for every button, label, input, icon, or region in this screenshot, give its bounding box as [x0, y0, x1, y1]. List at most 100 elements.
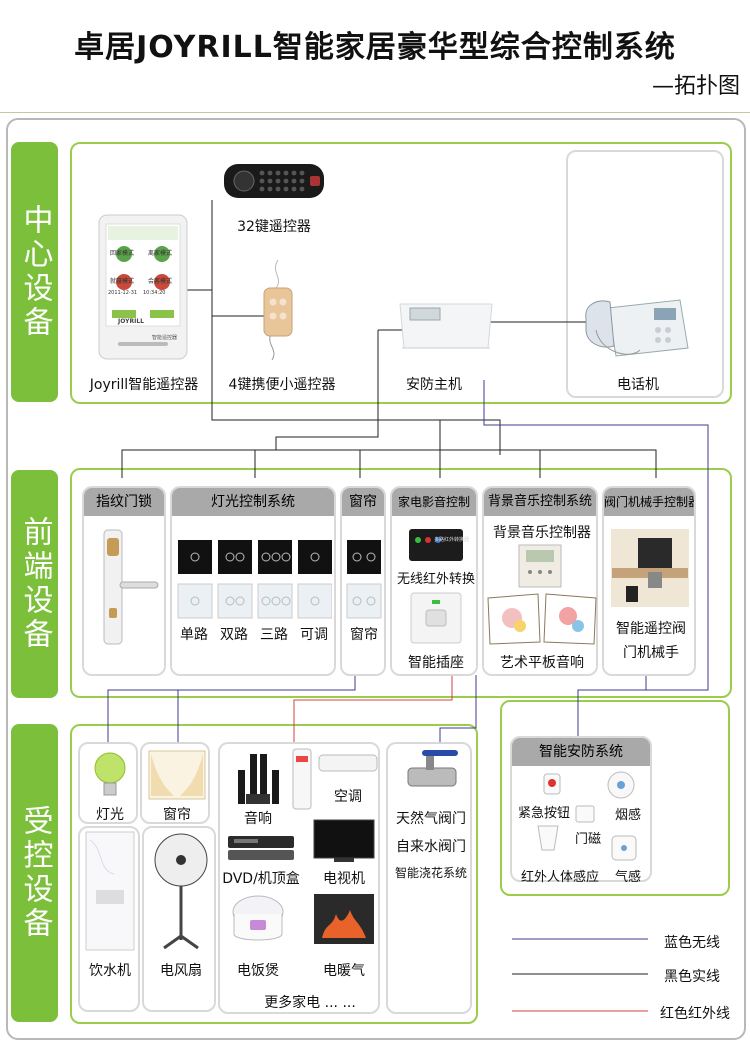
ir-label: 无线红外转换 [396, 572, 475, 587]
security-host-label: 安防主机 [406, 377, 462, 393]
remote-4-label: 4键携便小遥控器 [228, 377, 336, 393]
water-dispenser-icon [84, 830, 136, 952]
valve-label-2: 门机械手 [623, 645, 679, 661]
legend-blue-label: 蓝色无线 [664, 935, 720, 951]
pir-sensor-icon [532, 822, 564, 854]
legend-red-label: 红色红外线 [660, 1006, 730, 1022]
light-switches-icon [176, 538, 333, 622]
smart-socket-label: 智能插座 [408, 655, 464, 671]
security-outer-box [500, 700, 730, 896]
flat-speaker-icon [484, 592, 600, 646]
light-label-double: 双路 [220, 627, 248, 643]
dvd-icon [226, 832, 296, 864]
pir-label: 红外人体感应 [520, 870, 599, 885]
page-subtitle: —拓扑图 [651, 74, 740, 99]
dvd-label: DVD/机顶盒 [222, 871, 300, 887]
rice-cooker-icon [230, 890, 286, 946]
gas-sensor-label: 气感 [614, 870, 641, 885]
security-system-header: 智能安防系统 [512, 738, 650, 766]
security-host-icon [396, 296, 496, 356]
light-panel: 灯光 [78, 742, 138, 824]
panic-button-icon [542, 772, 562, 796]
music-controller-label: 背景音乐控制器 [493, 525, 591, 541]
fingerprint-lock-icon [92, 524, 162, 650]
music-panel: 背景音乐控制系统 背景音乐控制器 艺术平板音响 [482, 486, 598, 676]
curtain-panel: 窗帘 窗帘 [340, 486, 386, 676]
tablet-btn2: 离家模式 [148, 250, 173, 257]
tablet-sub: 智能遥控器 [152, 335, 178, 341]
curtain-switch-icon [346, 538, 382, 622]
heater-label: 电暖气 [323, 963, 365, 979]
light-label-dimmer: 可调 [300, 627, 328, 643]
ir-device-text: 多路红外转换器 [434, 537, 470, 543]
remote-32-label: 32键遥控器 [237, 219, 311, 235]
tap-valve-label: 自来水阀门 [396, 839, 466, 855]
center-devices-box [70, 142, 732, 404]
gas-valve-label: 天然气阀门 [396, 811, 466, 827]
tablet-brand: JOYRILL [118, 318, 144, 325]
smart-socket-icon [410, 592, 462, 644]
front-devices-box [70, 468, 732, 698]
fingerprint-panel: 指纹门锁 [82, 486, 166, 676]
door-label: 门磁 [574, 832, 601, 847]
tablet-date: 2011-12-31 [108, 290, 138, 296]
tablet-btn1: 回家模式 [110, 250, 135, 257]
wall-ac-icon [318, 754, 378, 772]
curtain-header: 窗帘 [342, 488, 384, 516]
more-appliances-label: 更多家电 ... ... [264, 995, 356, 1011]
fingerprint-header: 指纹门锁 [84, 488, 164, 516]
valve-header: 阀门机械手控制器 [604, 488, 694, 516]
audio-label: 音响 [244, 811, 272, 827]
tablet-btn3: 就寝模式 [110, 278, 135, 285]
tablet-time: 10:34:20 [143, 290, 166, 296]
tv-label: 电视机 [323, 871, 365, 887]
controlled-curtain-label: 窗帘 [163, 807, 191, 823]
tower-ac-icon [292, 748, 312, 810]
phone-icon [580, 290, 692, 362]
section-label-front: 前端设备 [11, 470, 58, 698]
controlled-light-label: 灯光 [96, 807, 124, 823]
lighting-panel: 灯光控制系统 单路 双路 三路 可调 [170, 486, 336, 676]
joyrill-tablet-icon [98, 214, 188, 360]
music-header: 背景音乐控制系统 [484, 488, 596, 516]
valve-manipulator-icon [610, 528, 690, 608]
light-label-single: 单路 [180, 627, 208, 643]
water-dispenser-panel: 饮水机 [78, 826, 140, 1012]
flat-speaker-label: 艺术平板音响 [500, 655, 584, 671]
bulb-icon [92, 750, 128, 800]
curtain-icon [148, 750, 206, 800]
aircon-label: 空调 [334, 789, 362, 805]
page-title: 卓居JOYRILL智能家居豪华型综合控制系统 [74, 30, 676, 65]
controlled-devices-box [70, 724, 478, 1024]
remote-4-key-icon [260, 258, 294, 362]
heater-icon [312, 892, 376, 946]
controlled-curtain-panel: 窗帘 [140, 742, 210, 824]
smoke-detector-icon [606, 770, 636, 800]
garden-label: 智能浇花系统 [394, 866, 467, 880]
valve-panel: 阀门机械手控制器 智能遥控阀 门机械手 [602, 486, 696, 676]
valve-label-1: 智能遥控阀 [616, 621, 686, 637]
joyrill-label: Joyrill智能遥控器 [89, 377, 199, 393]
section-label-controlled: 受控设备 [11, 724, 58, 1022]
fan-icon [152, 832, 210, 952]
appliance-panel: 音响 空调 DVD/机顶盒 电视机 电饭煲 电暖气 更多家电 ... ... [218, 742, 380, 1014]
legend-black-label: 黑色实线 [664, 969, 720, 985]
fan-label: 电风扇 [160, 963, 202, 979]
lighting-header: 灯光控制系统 [172, 488, 334, 516]
section-label-center: 中心设备 [11, 142, 58, 402]
curtain-front-label: 窗帘 [350, 627, 378, 643]
security-system-panel: 智能安防系统 紧急按钮 烟感 门磁 红外人体感应 气感 [510, 736, 652, 885]
valve-devices-panel: 天然气阀门 自来水阀门 智能浇花系统 [386, 742, 472, 1014]
water-label: 饮水机 [89, 963, 131, 979]
fan-panel: 电风扇 [142, 826, 216, 1012]
gas-sensor-icon [610, 834, 638, 862]
tablet-btn4: 会客模式 [148, 278, 173, 285]
light-label-triple: 三路 [260, 627, 288, 643]
outer-frame [6, 118, 746, 1040]
av-header: 家电影音控制 [392, 488, 476, 516]
av-panel: 家电影音控制 多路红外转换器 无线红外转换 智能插座 [390, 486, 478, 676]
title-divider [0, 112, 750, 113]
phone-label: 电话机 [617, 377, 659, 393]
remote-32-key-icon [222, 158, 326, 204]
